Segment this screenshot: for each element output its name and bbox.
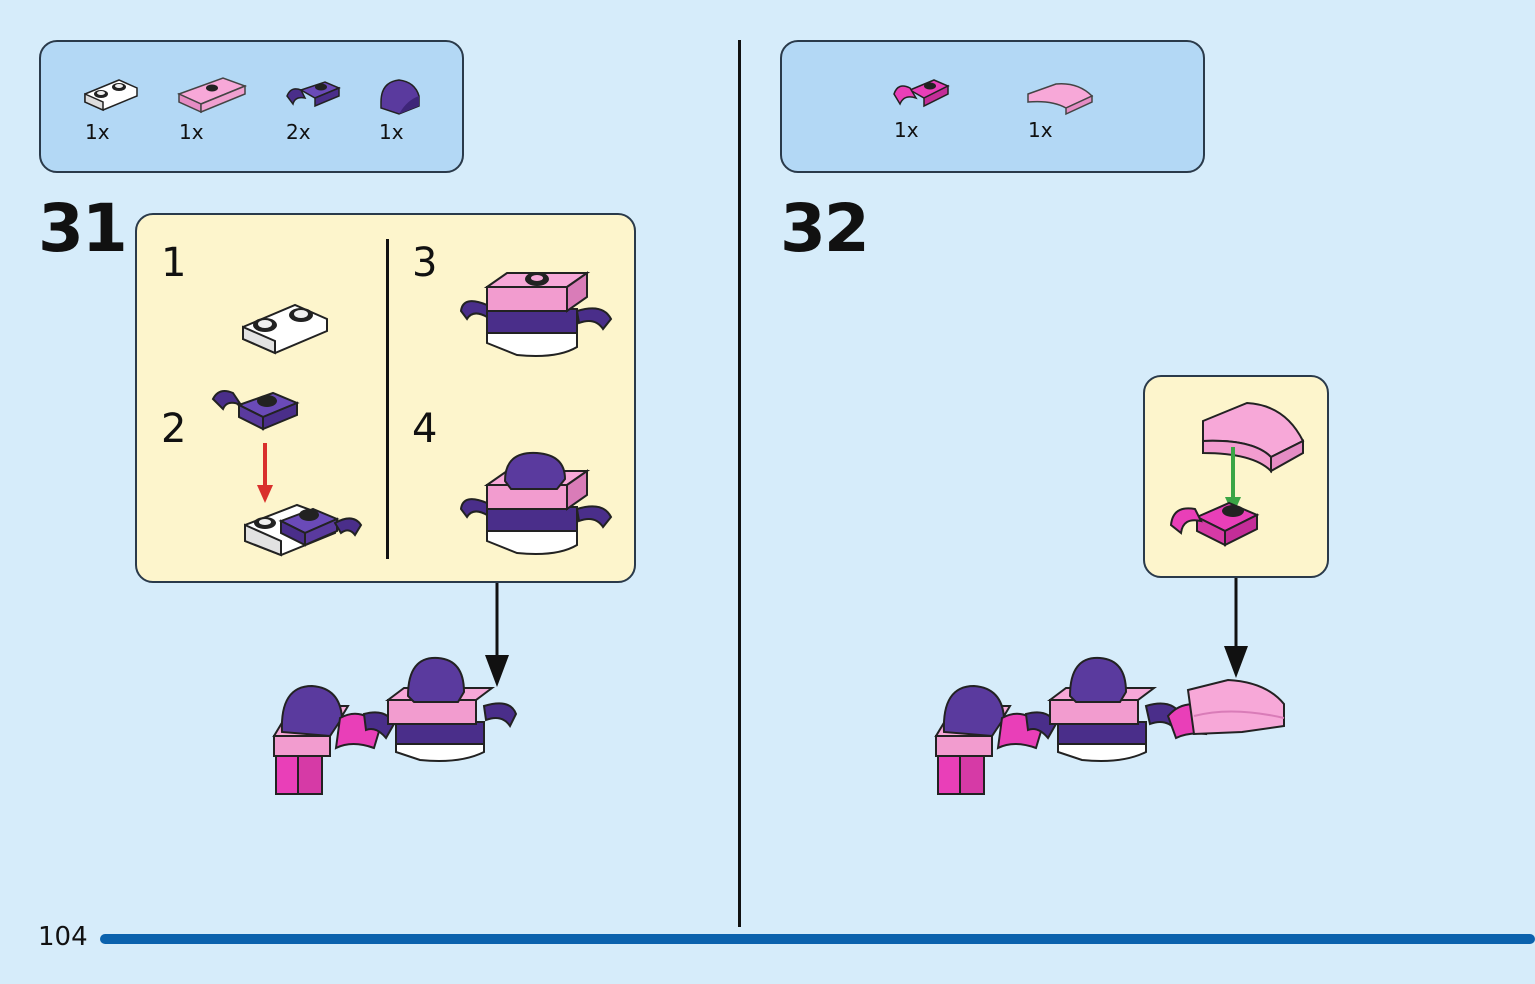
white-double-stud-plate-icon [84, 79, 138, 112]
parts-list-step-31: 1x 1x 2x 1x [39, 40, 464, 173]
pink-plate-assembly-icon [459, 271, 613, 357]
footer-bar [100, 934, 1535, 944]
plate-with-clip-assembly-icon [244, 503, 363, 557]
substep-number: 4 [412, 406, 438, 452]
purple-curved-slope-icon [380, 79, 420, 115]
down-arrow-icon [1224, 578, 1248, 678]
page-divider [738, 40, 741, 927]
slope-on-plate-assembly-icon [459, 451, 613, 555]
model-assembly-step-31 [272, 656, 518, 795]
down-arrow-icon [485, 583, 509, 687]
parts-list-step-32: 1x 1x [780, 40, 1205, 173]
magenta-clip-plate-icon [1169, 501, 1260, 547]
substep-callout-step-31: 1 2 3 4 [135, 213, 636, 583]
step-number: 31 [38, 190, 128, 267]
red-arrow-icon [257, 443, 273, 503]
purple-clip-plate-icon [211, 390, 300, 431]
pink-curved-slope-icon [1202, 401, 1305, 474]
pink-jumper-plate-icon [177, 77, 248, 114]
part-qty: 2x [286, 120, 311, 144]
part-qty: 1x [179, 120, 204, 144]
purple-clip-plate-icon [286, 81, 341, 108]
magenta-clip-plate-icon [893, 79, 950, 108]
substep-divider [386, 239, 389, 559]
pink-curved-slope-icon [1027, 83, 1094, 116]
substep-callout-step-32 [1143, 375, 1329, 578]
substep-number: 2 [161, 406, 187, 452]
part-qty: 1x [1028, 118, 1053, 142]
part-qty: 1x [379, 120, 404, 144]
white-double-stud-plate-icon [242, 303, 328, 355]
model-assembly-step-32 [934, 656, 1285, 795]
step-number: 32 [780, 190, 870, 267]
substep-number: 1 [161, 240, 187, 286]
part-qty: 1x [85, 120, 110, 144]
page-number: 104 [38, 922, 88, 952]
substep-number: 3 [412, 240, 438, 286]
part-qty: 1x [894, 118, 919, 142]
